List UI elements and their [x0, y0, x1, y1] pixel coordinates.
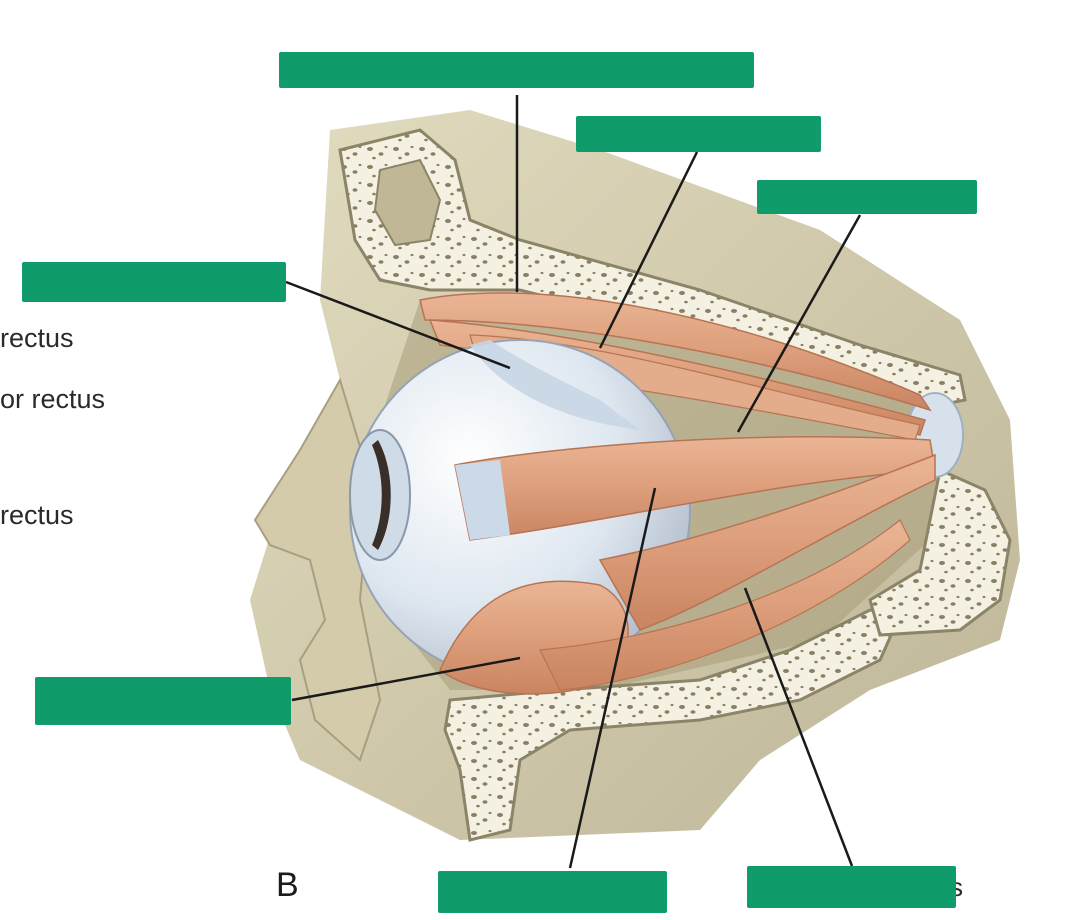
superior-tendon [470, 340, 640, 430]
lateral-rectus-tendon [455, 460, 510, 540]
leader-line-superior-oblique [285, 280, 511, 370]
answer-box-lateral-rectus[interactable] [438, 871, 667, 913]
answer-box-medial-rectus[interactable] [757, 180, 977, 214]
leader-line-lateral-rectus [568, 487, 657, 869]
maxillary-bone [443, 608, 903, 842]
answer-box-superior-rectus[interactable] [576, 116, 821, 152]
nose-profile [253, 377, 382, 762]
answer-box-superior-oblique[interactable] [22, 262, 286, 302]
leader-line-superior-rectus [598, 151, 699, 349]
figure-letter: B [276, 866, 299, 904]
cornea [349, 429, 411, 561]
answer-box-inferior-oblique[interactable] [35, 677, 291, 725]
label-inferior-rectus-partial: or rectus [0, 384, 106, 414]
answer-box-levator[interactable] [279, 52, 754, 88]
sphenoid-bone [868, 467, 1012, 637]
leader-line-inferior-oblique [291, 656, 521, 702]
leader-line-inferior-rectus [743, 587, 854, 867]
leader-lines [285, 95, 862, 869]
label-medial-rectus-partial: rectus [0, 500, 74, 530]
frontal-sinus [373, 158, 442, 247]
leader-line-medial-rectus [736, 214, 862, 433]
answer-box-inferior-rectus[interactable] [747, 866, 956, 908]
inferior-oblique-lower [539, 519, 911, 691]
label-superior-rectus-partial: rectus [0, 323, 74, 353]
frontal-bone [338, 128, 967, 407]
inferior-rectus-muscle [598, 453, 936, 631]
levator-muscle [419, 292, 932, 412]
iris [372, 440, 391, 550]
